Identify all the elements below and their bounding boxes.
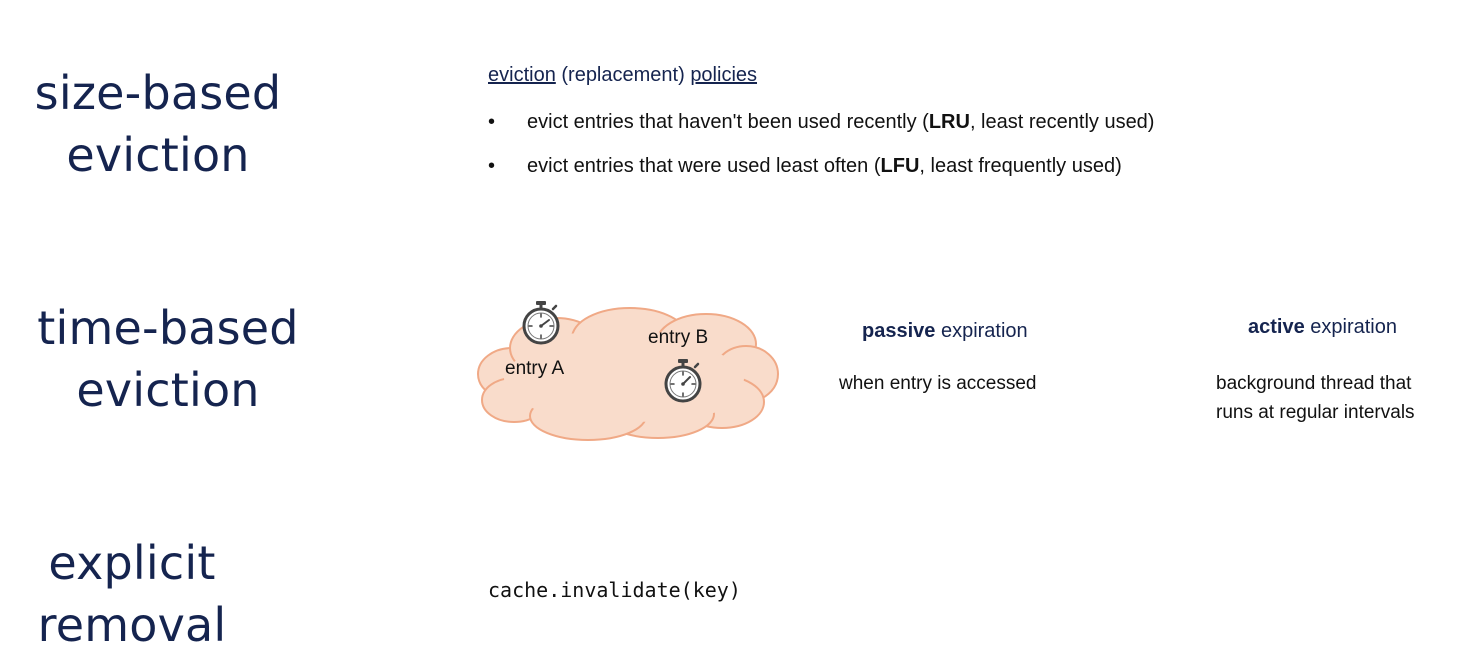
bullet-text-bold: LFU	[880, 155, 920, 177]
code-snippet: cache.invalidate(key)	[488, 578, 741, 602]
active-desc-line1: background thread that	[1216, 373, 1412, 394]
heading-line: eviction	[76, 363, 260, 417]
heading-size-based-eviction: size-based eviction	[30, 62, 286, 186]
active-expiration-description: background thread that runs at regular i…	[1216, 369, 1415, 427]
stopwatch-icon	[664, 359, 702, 403]
bullet-text-bold: LRU	[928, 111, 970, 133]
active-rest: expiration	[1304, 316, 1397, 338]
active-desc-line2: runs at regular intervals	[1216, 402, 1415, 423]
policies-title-policies: policies	[690, 64, 758, 86]
policies-title: eviction (replacement) policies	[488, 64, 757, 87]
eviction-policy-list: • evict entries that haven't been used r…	[488, 108, 1154, 196]
policies-title-replacement: (replacement)	[555, 64, 691, 86]
heading-line: eviction	[66, 128, 250, 182]
heading-line: explicit	[48, 536, 216, 590]
entry-b-label: entry B	[648, 327, 709, 348]
bullet-text-post: , least frequently used)	[919, 155, 1122, 177]
passive-expiration-title: passive expiration	[862, 320, 1028, 343]
bullet-text-post: , least recently used)	[969, 111, 1155, 133]
bullet-marker: •	[488, 155, 496, 177]
heading-explicit-removal: explicit removal	[30, 532, 234, 656]
cache-cloud: entry A entry B	[470, 296, 782, 446]
list-item-lru: • evict entries that haven't been used r…	[488, 108, 1154, 152]
policies-title-eviction: eviction	[488, 64, 556, 86]
heading-line: size-based	[34, 66, 282, 120]
heading-line: time-based	[37, 301, 299, 355]
passive-expiration-description: when entry is accessed	[839, 369, 1037, 398]
heading-time-based-eviction: time-based eviction	[30, 297, 306, 421]
stopwatch-icon	[522, 301, 560, 345]
bullet-marker: •	[488, 111, 496, 133]
passive-desc-text: when entry is accessed	[839, 373, 1037, 394]
active-expiration-title: active expiration	[1248, 316, 1397, 339]
bullet-text-pre: evict entries that were used least often…	[527, 155, 881, 177]
active-bold: active	[1248, 316, 1305, 338]
entry-a-label: entry A	[505, 358, 565, 379]
list-item-lfu: • evict entries that were used least oft…	[488, 152, 1154, 196]
passive-bold: passive	[862, 320, 936, 342]
bullet-text-pre: evict entries that haven't been used rec…	[527, 111, 929, 133]
passive-rest: expiration	[935, 320, 1028, 342]
heading-line: removal	[37, 598, 227, 652]
